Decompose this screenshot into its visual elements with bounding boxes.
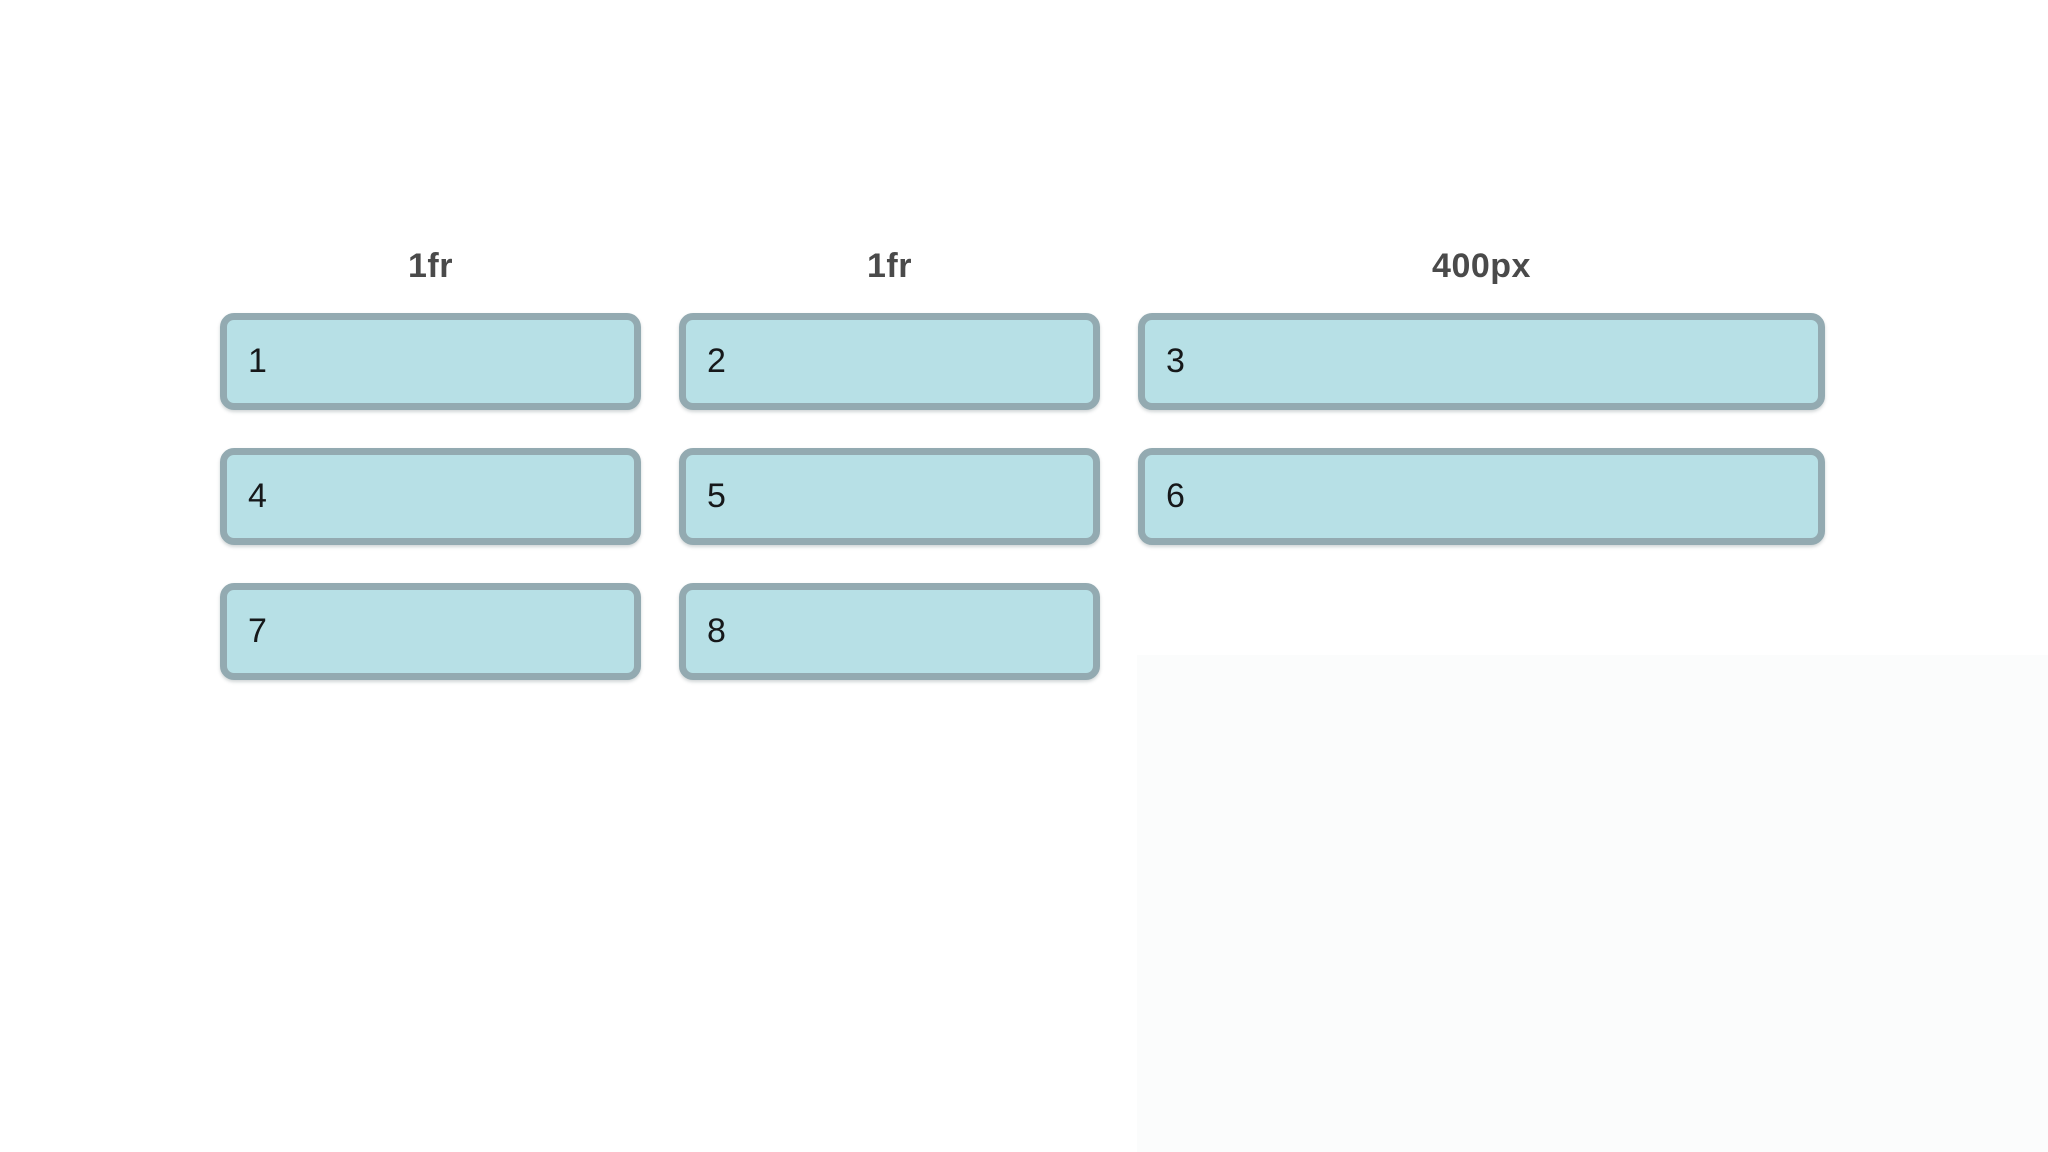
grid-item-6: 6 — [1138, 448, 1825, 545]
column-header-1fr-a: 1fr — [408, 247, 453, 285]
column-header-row: 1fr 1fr 400px — [220, 243, 1825, 290]
grid-item-8: 8 — [679, 583, 1100, 680]
grid-item-1: 1 — [220, 313, 641, 410]
grid-items-container: 1 2 3 4 5 6 7 8 — [220, 313, 1825, 680]
grid-demo: 1fr 1fr 400px 1 2 3 4 5 6 7 8 — [220, 243, 1825, 680]
background-faint-panel — [1137, 655, 2048, 1152]
grid-item-7: 7 — [220, 583, 641, 680]
column-header-400px: 400px — [1432, 247, 1531, 285]
grid-item-2: 2 — [679, 313, 1100, 410]
grid-item-4: 4 — [220, 448, 641, 545]
column-header-1fr-b: 1fr — [867, 247, 912, 285]
grid-item-5: 5 — [679, 448, 1100, 545]
grid-item-3: 3 — [1138, 313, 1825, 410]
